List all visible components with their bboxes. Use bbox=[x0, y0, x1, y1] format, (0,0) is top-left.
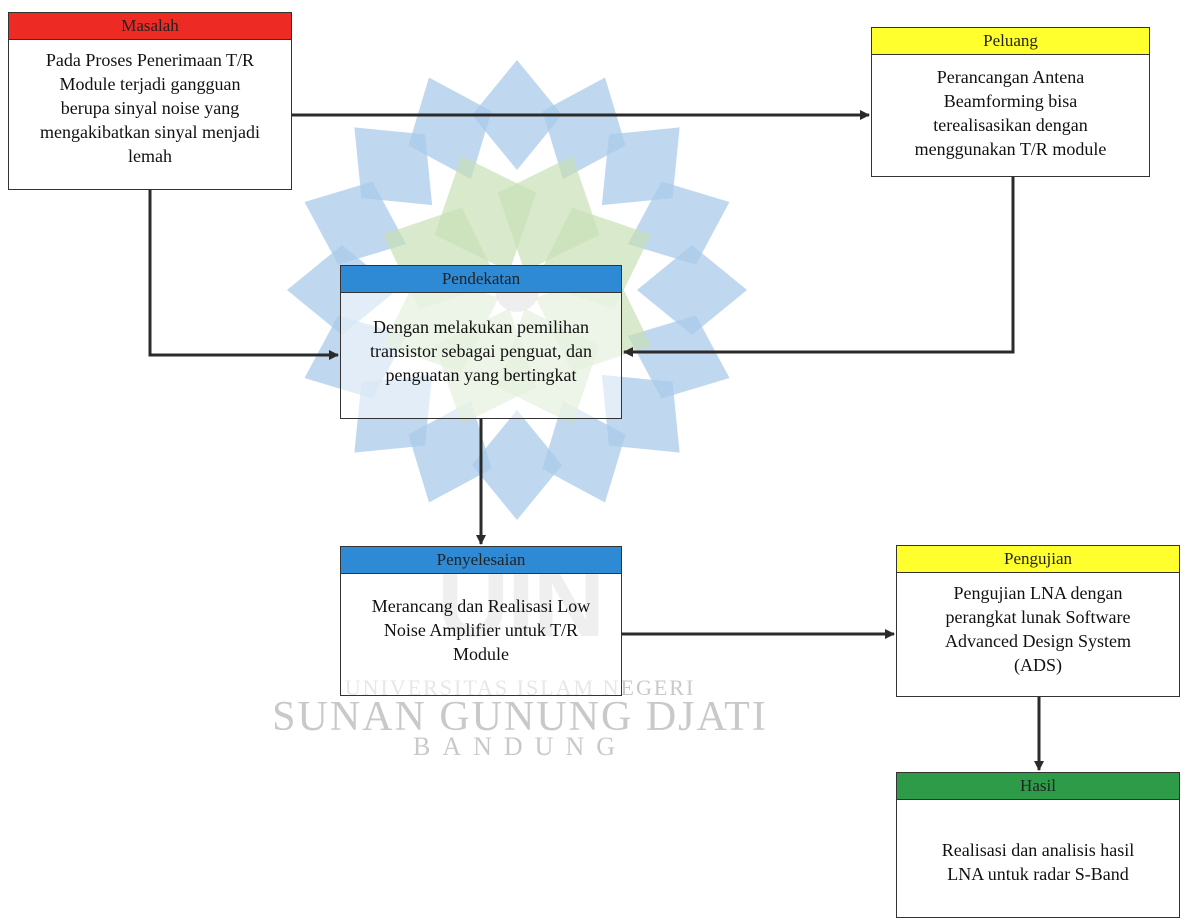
peluang-line: Beamforming bisa bbox=[943, 91, 1078, 111]
peluang-header: Peluang bbox=[872, 28, 1149, 55]
penyelesaian-box: Penyelesaian Merancang dan Realisasi Low… bbox=[340, 546, 622, 696]
logo-petal bbox=[434, 156, 537, 272]
arrow-masalah-to-pendekatan bbox=[148, 190, 339, 360]
pengujian-line: perangkat lunak Software bbox=[945, 607, 1131, 627]
penyelesaian-line: Noise Amplifier untuk T/R bbox=[383, 620, 579, 640]
masalah-line: berupa sinyal noise yang bbox=[60, 98, 240, 118]
hasil-box: Hasil Realisasi dan analisis hasil LNA u… bbox=[896, 772, 1180, 918]
masalah-line: Pada Proses Penerimaan T/R bbox=[45, 50, 255, 70]
masalah-box: Masalah Pada Proses Penerimaan T/R Modul… bbox=[8, 12, 292, 190]
logo-petal bbox=[542, 77, 626, 180]
watermark-name-line: SUNAN GUNUNG DJATI bbox=[272, 694, 768, 740]
masalah-line: lemah bbox=[128, 146, 172, 166]
logo-petal bbox=[472, 410, 562, 520]
logo-petal bbox=[304, 181, 407, 265]
masalah-header: Masalah bbox=[9, 13, 291, 40]
logo-petal bbox=[408, 400, 492, 503]
peluang-box: Peluang Perancangan Antena Beamforming b… bbox=[871, 27, 1150, 177]
hasil-header: Hasil bbox=[897, 773, 1179, 800]
pengujian-line: (ADS) bbox=[1014, 655, 1062, 675]
pendekatan-line: Dengan melakukan pemilihan bbox=[373, 317, 589, 337]
pengujian-box: Pengujian Pengujian LNA dengan perangkat… bbox=[896, 545, 1180, 697]
watermark-city-line: BANDUNG bbox=[413, 732, 627, 761]
pengujian-line: Advanced Design System bbox=[945, 631, 1131, 651]
peluang-line: menggunakan T/R module bbox=[914, 139, 1107, 159]
logo-petal bbox=[637, 245, 747, 335]
arrow-peluang-to-pendekatan bbox=[623, 177, 1015, 357]
logo-petal bbox=[627, 315, 730, 399]
pendekatan-line: penguatan yang bertingkat bbox=[385, 365, 577, 385]
masalah-line: Module terjadi gangguan bbox=[59, 74, 241, 94]
hasil-line: LNA untuk radar S-Band bbox=[947, 864, 1129, 884]
peluang-line: terealisasikan dengan bbox=[933, 115, 1088, 135]
logo-petal bbox=[542, 400, 626, 503]
masalah-line: mengakibatkan sinyal menjadi bbox=[40, 122, 260, 142]
pengujian-body: Pengujian LNA dengan perangkat lunak Sof… bbox=[897, 573, 1179, 677]
masalah-body: Pada Proses Penerimaan T/R Module terjad… bbox=[9, 40, 291, 168]
pengujian-line: Pengujian LNA dengan bbox=[953, 583, 1123, 603]
pendekatan-header: Pendekatan bbox=[341, 266, 621, 293]
logo-petal bbox=[627, 181, 730, 265]
pendekatan-box: Pendekatan Dengan melakukan pemilihan tr… bbox=[340, 265, 622, 419]
pendekatan-line: transistor sebagai penguat, dan bbox=[370, 341, 592, 361]
penyelesaian-line: Module bbox=[453, 644, 509, 664]
peluang-line: Perancangan Antena bbox=[936, 67, 1085, 87]
logo-petal bbox=[408, 77, 492, 180]
penyelesaian-header: Penyelesaian bbox=[341, 547, 621, 574]
peluang-body: Perancangan Antena Beamforming bisa tere… bbox=[872, 55, 1149, 161]
pendekatan-body: Dengan melakukan pemilihan transistor se… bbox=[341, 293, 621, 387]
hasil-body: Realisasi dan analisis hasil LNA untuk r… bbox=[897, 800, 1179, 886]
penyelesaian-body: Merancang dan Realisasi Low Noise Amplif… bbox=[341, 574, 621, 666]
penyelesaian-line: Merancang dan Realisasi Low bbox=[371, 596, 591, 616]
pengujian-header: Pengujian bbox=[897, 546, 1179, 573]
hasil-line: Realisasi dan analisis hasil bbox=[941, 840, 1135, 860]
